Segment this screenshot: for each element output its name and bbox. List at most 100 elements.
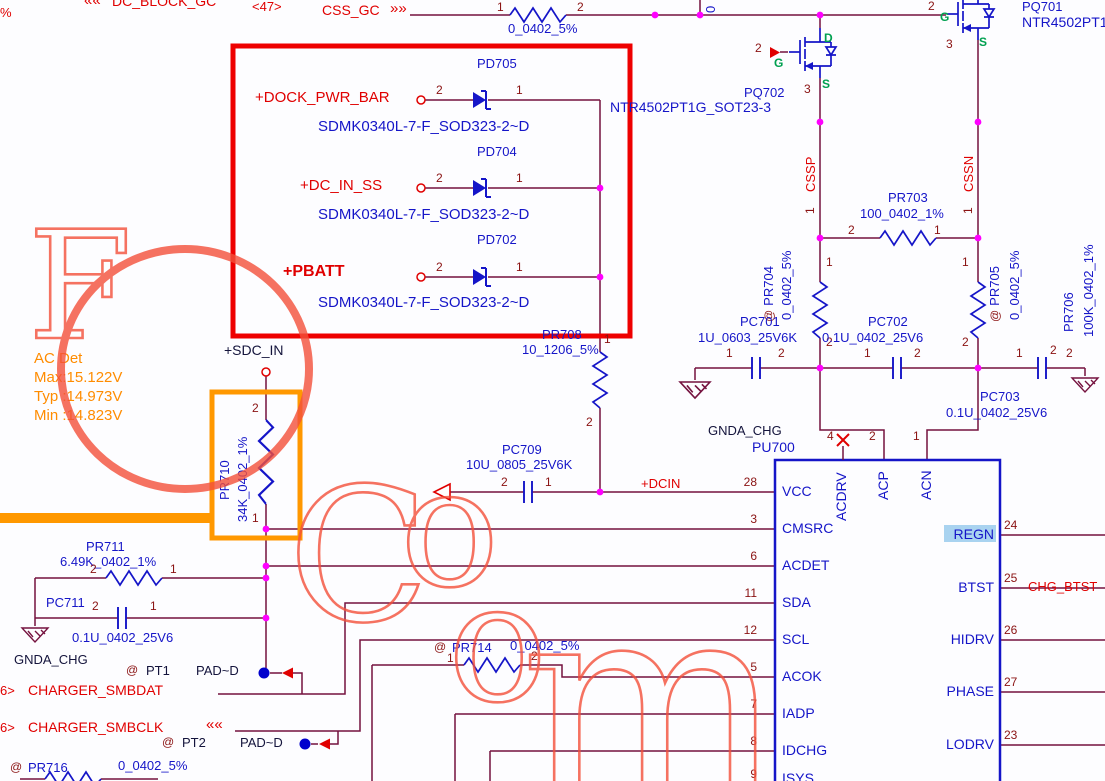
pd702-pin1: 1 [516, 260, 523, 274]
pr703-pin1: 1 [934, 223, 941, 237]
pr706-value: 100K_0402_1% [1081, 244, 1096, 337]
capacitor-pc711-symbol [117, 606, 127, 630]
net-cssn: CSSN [961, 155, 976, 192]
cssn-pin1: 1 [961, 207, 975, 214]
pt2-at: @ [162, 735, 175, 749]
pr703-ref: PR703 [888, 190, 928, 205]
port-charger-smbdat: CHARGER_SMBDAT [28, 682, 164, 698]
pd705-part: SDMK0340L-7-F_SOD323-2~D [318, 118, 530, 135]
pr716-ref: PR716 [28, 760, 68, 775]
chip-pin-acok: ACOK [782, 668, 822, 684]
capacitor-pc701-symbol [751, 356, 761, 380]
pr704-value: 0_0402_5% [779, 250, 794, 320]
pc711-pin1: 1 [150, 599, 157, 613]
net-cssp: CSSP [803, 156, 818, 192]
pc709-pin2: 2 [501, 475, 508, 489]
net-pbatt: +PBATT [283, 263, 345, 280]
chip-pin-sda: SDA [782, 594, 811, 610]
pd704-pin1: 1 [516, 171, 523, 185]
pr711-ref: PR711 [86, 539, 125, 554]
net-sdc-in: +SDC_IN [224, 342, 284, 358]
pr710-pin1: 1 [252, 511, 259, 525]
pq702-pin2: 2 [755, 41, 762, 55]
orange-highlight-bar [0, 513, 214, 523]
pr705-at: @ [988, 309, 1002, 322]
pc701-value: 1U_0603_25V6K [698, 330, 798, 345]
pr708-pin2: 2 [586, 415, 593, 429]
port-charger-smbclk: CHARGER_SMBCLK [28, 719, 164, 735]
pc703-ref: PC703 [980, 389, 1020, 404]
chip-pin-num-acok: 5 [750, 660, 757, 674]
pd702-pin2: 2 [436, 260, 443, 274]
rtop-pin2: 2 [577, 0, 584, 14]
ac-det-min: Min :14.823V [34, 407, 123, 424]
pd702-ref: PD702 [477, 232, 517, 247]
resistor-pr711-symbol [105, 570, 163, 586]
chip-pin-num-vcc: 28 [743, 475, 757, 489]
red-highlight-box [230, 43, 633, 339]
resistor-pr705-symbol [970, 281, 986, 339]
pq702-drain-label: D [824, 31, 833, 45]
pc709-value: 10U_0805_25V6K [466, 457, 573, 472]
chip-pin-num-acn: 1 [913, 429, 920, 443]
chip-pin-isys: ISYS [782, 770, 814, 781]
capacitor-pc703-symbol [1037, 356, 1047, 380]
pd705-pin1: 1 [516, 83, 523, 97]
port-css-gc: CSS_GC [322, 2, 380, 18]
pc703-pin2: 2 [1066, 346, 1073, 360]
chip-pin-acn: ACN [918, 470, 934, 500]
net-dock-pwr-bar: +DOCK_PWR_BAR [255, 89, 390, 106]
pq702-gate-label: G [774, 56, 784, 70]
pd704-ref: PD704 [477, 144, 517, 159]
pt1-pad-type: PAD~D [196, 663, 239, 678]
chip-pin-num-regn: 24 [1004, 518, 1018, 532]
pd704-pin2: 2 [436, 171, 443, 185]
net-rot0: 0 [703, 5, 718, 13]
pr706-ref: PR706 [1061, 292, 1076, 332]
pr711-pin1: 1 [170, 562, 177, 576]
pr703-pin2: 2 [848, 223, 855, 237]
mosfet-pq701-symbol [946, 0, 995, 41]
chip-pin-btst: BTST [958, 579, 994, 595]
pr716-at: @ [10, 760, 23, 774]
chip-pin-num-acdet: 6 [750, 549, 757, 563]
testpad-pt2 [299, 738, 311, 750]
net-arrow-pq702-gate [770, 47, 780, 58]
chip-pin-acp: ACP [875, 471, 891, 500]
pq702-ref: PQ702 [744, 85, 785, 100]
pc702-pin2: 2 [914, 346, 921, 360]
pr708-value: 10_1206_5% [522, 342, 599, 357]
chip-pin-vcc: VCC [782, 483, 812, 499]
pr708-ref: PR708 [542, 327, 582, 342]
chip-pin-num-acdrv: 4 [827, 429, 834, 443]
chip-pin-iadp: IADP [782, 705, 815, 721]
ground-symbol [679, 381, 711, 399]
pq701-pin3: 3 [946, 37, 953, 51]
pq702-part: NTR4502PT1G_SOT23-3 [610, 99, 772, 115]
pc702-pin1: 1 [864, 346, 871, 360]
pc701-pin1: 1 [726, 346, 733, 360]
capacitor-pc709-symbol [523, 480, 533, 504]
pr704-refname: PR704 [761, 266, 776, 306]
ac-det-title: AC Det [34, 350, 83, 367]
chip-pin-num-hidrv: 26 [1004, 623, 1018, 637]
pd705-ref: PD705 [477, 56, 517, 71]
pr706-pin2: 2 [1050, 343, 1057, 357]
chip-pin-num-sda: 11 [744, 586, 757, 600]
pr703-value: 100_0402_1% [860, 206, 944, 221]
pc703-pin1: 1 [1016, 346, 1023, 360]
smbclk-chevrons: «« [206, 716, 223, 733]
net-chg-btst: CHG_BTST [1028, 579, 1098, 594]
pr705-pin1: 1 [962, 255, 969, 269]
chip-outline [773, 458, 1002, 781]
chip-pin-num-lodrv: 23 [1004, 728, 1018, 742]
pr704-pin2: 2 [826, 335, 833, 349]
junction-dots [262, 11, 982, 622]
pt2-ref: PT2 [182, 735, 206, 750]
pd704-part: SDMK0340L-7-F_SOD323-2~D [318, 206, 530, 223]
pc702-value: 0.1U_0402_25V6 [822, 330, 924, 345]
port-chevrons-left: «« [84, 0, 101, 9]
port-dc-block-gc: DC_BLOCK_GC [112, 0, 217, 9]
pr705-ref: @PR705 [987, 266, 1002, 322]
rtop-value: 0_0402_5% [508, 21, 578, 36]
